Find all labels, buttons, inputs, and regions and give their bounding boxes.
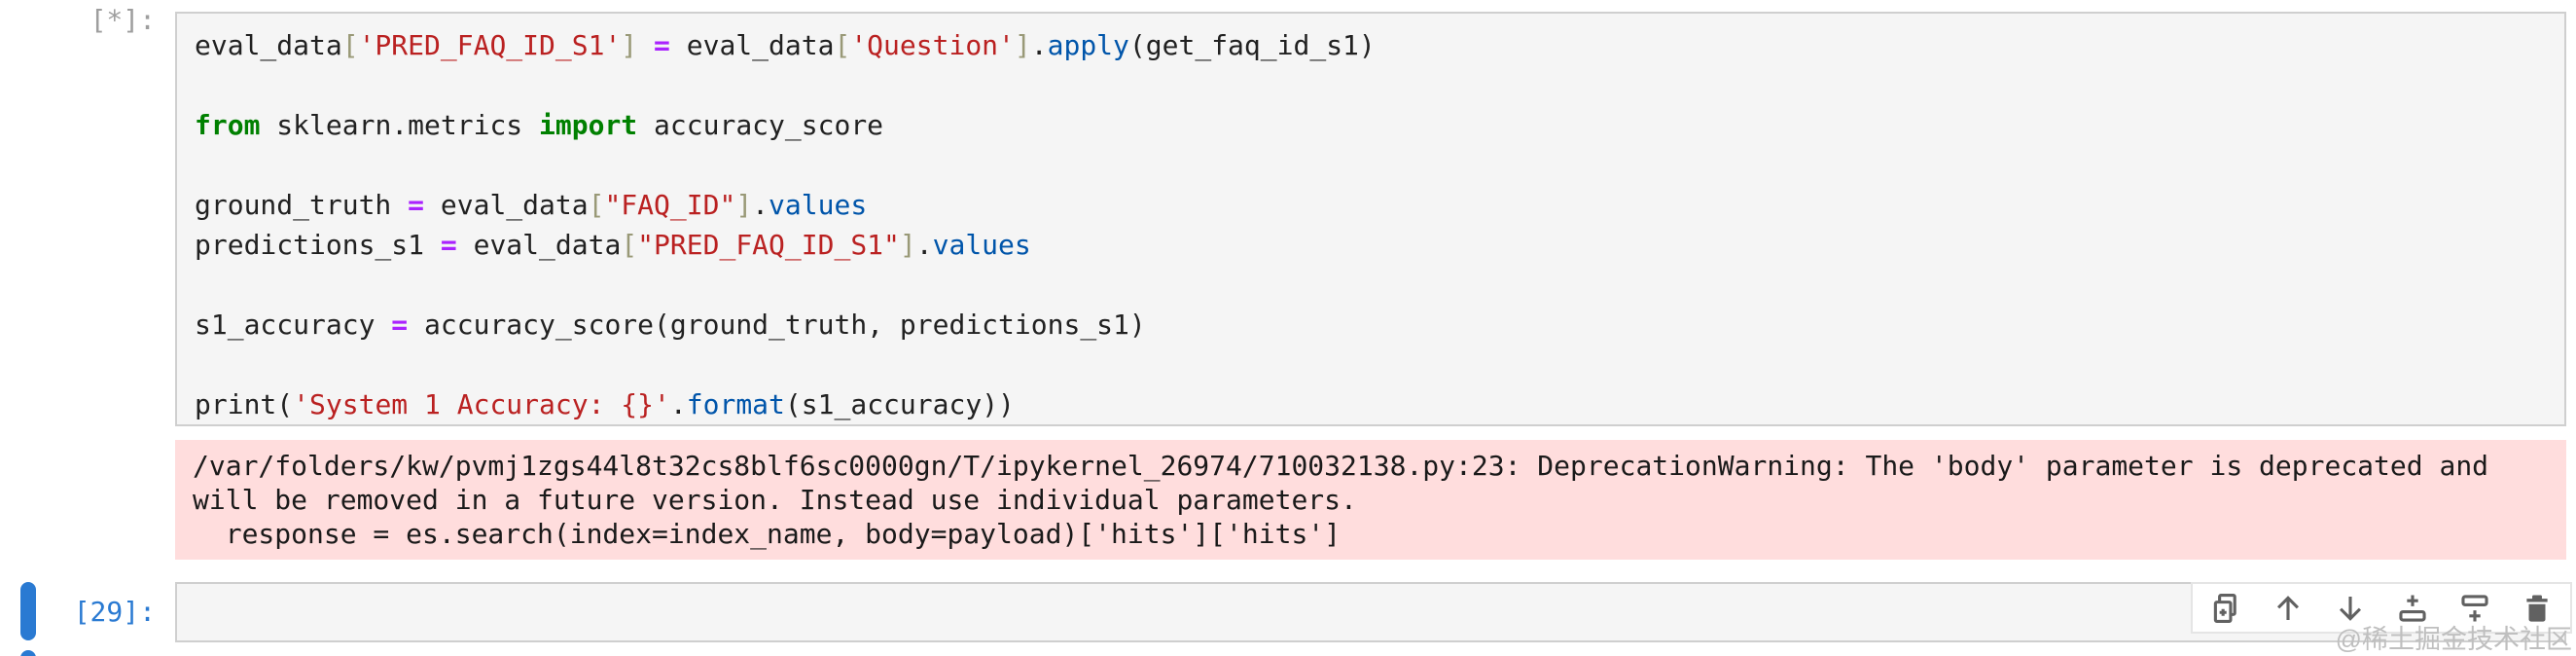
move-cell-up-icon bbox=[2276, 595, 2300, 620]
code-line bbox=[195, 265, 2547, 305]
stderr-output: /var/folders/kw/pvmj1zgs44l8t32cs8blf6sc… bbox=[175, 440, 2566, 560]
code-line: print('System 1 Accuracy: {}'.format(s1_… bbox=[195, 388, 1015, 420]
stderr-line: /var/folders/kw/pvmj1zgs44l8t32cs8blf6sc… bbox=[193, 450, 2489, 482]
code-line: predictions_s1 = eval_data["PRED_FAQ_ID_… bbox=[195, 229, 1031, 261]
code-line: ground_truth = eval_data["FAQ_ID"].value… bbox=[195, 189, 868, 221]
insert-cell-below-icon bbox=[2461, 594, 2488, 621]
insert-cell-below-button[interactable] bbox=[2455, 589, 2494, 628]
insert-cell-above-icon bbox=[2399, 595, 2426, 622]
code-line bbox=[195, 145, 2547, 185]
code-cell-editor[interactable]: eval_data['PRED_FAQ_ID_S1'] = eval_data[… bbox=[175, 12, 2566, 426]
execution-prompt-running: [*]: bbox=[89, 4, 156, 36]
watermark: @稀土掘金技术社区 bbox=[2335, 625, 2572, 654]
move-cell-down-button[interactable] bbox=[2331, 589, 2370, 628]
code-line bbox=[195, 345, 2547, 384]
cell-collapser[interactable] bbox=[20, 582, 36, 640]
stderr-line: response = es.search(index=index_name, b… bbox=[193, 518, 1342, 550]
next-cell-collapser[interactable] bbox=[20, 650, 36, 656]
empty-code-cell-editor[interactable] bbox=[175, 582, 2566, 642]
code-line: eval_data['PRED_FAQ_ID_S1'] = eval_data[… bbox=[195, 29, 1376, 61]
duplicate-cell-icon bbox=[2213, 593, 2236, 623]
insert-cell-above-button[interactable] bbox=[2393, 589, 2432, 628]
delete-cell-button[interactable] bbox=[2518, 589, 2557, 628]
code-editor-content: eval_data['PRED_FAQ_ID_S1'] = eval_data[… bbox=[195, 25, 2547, 424]
execution-prompt-29: [29]: bbox=[73, 596, 156, 628]
delete-cell-icon bbox=[2526, 595, 2548, 622]
stderr-line: will be removed in a future version. Ins… bbox=[193, 484, 1357, 516]
code-line: s1_accuracy = accuracy_score(ground_trut… bbox=[195, 309, 1146, 341]
cell-toolbar bbox=[2191, 582, 2572, 634]
duplicate-cell-button[interactable] bbox=[2206, 589, 2245, 628]
code-line bbox=[195, 65, 2547, 105]
code-line: from sklearn.metrics import accuracy_sco… bbox=[195, 109, 884, 141]
move-cell-down-icon bbox=[2339, 596, 2362, 621]
move-cell-up-button[interactable] bbox=[2269, 589, 2308, 628]
